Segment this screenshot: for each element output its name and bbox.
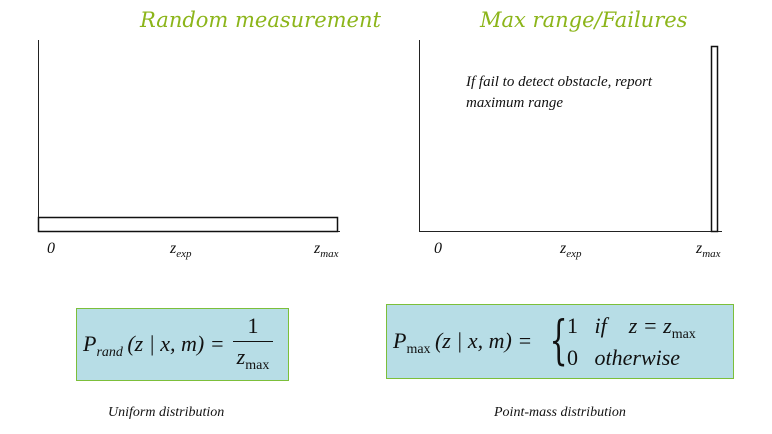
point-mass-formula-box: Pmax (z | x, m) = { 1 if z = zmax 0 othe… (386, 304, 734, 379)
uniform-caption: Uniform distribution (108, 405, 225, 420)
point-mass-formula-lhs: Pmax (z | x, m) = (393, 328, 533, 357)
uniform-formula-fraction: 1 zmax (233, 313, 273, 374)
uniform-density-bar (37, 216, 339, 233)
max-range-note: If fail to detect obstacle, report maxim… (466, 74, 653, 111)
max-range-title: Max range/Failures (480, 8, 688, 32)
uniform-formula-lhs: Prand (z | x, m) = (83, 331, 225, 360)
point-mass-brace: { (549, 311, 568, 371)
right-tick-zero: 0 (434, 240, 442, 257)
left-tick-zmax: zmax (314, 240, 339, 260)
left-tick-zero: 0 (47, 240, 55, 257)
point-mass-case-zero: 0 otherwise (567, 345, 681, 370)
left-tick-zexp: zexp (170, 240, 192, 260)
point-mass-case-one: 1 if z = zmax (567, 313, 696, 342)
right-tick-zmax: zmax (696, 240, 721, 260)
random-measurement-title: Random measurement (140, 8, 381, 32)
point-mass-spike (710, 45, 719, 233)
right-tick-zexp: zexp (560, 240, 582, 260)
uniform-formula-box: Prand (z | x, m) = 1 zmax (76, 308, 289, 381)
point-mass-caption: Point-mass distribution (494, 405, 626, 420)
